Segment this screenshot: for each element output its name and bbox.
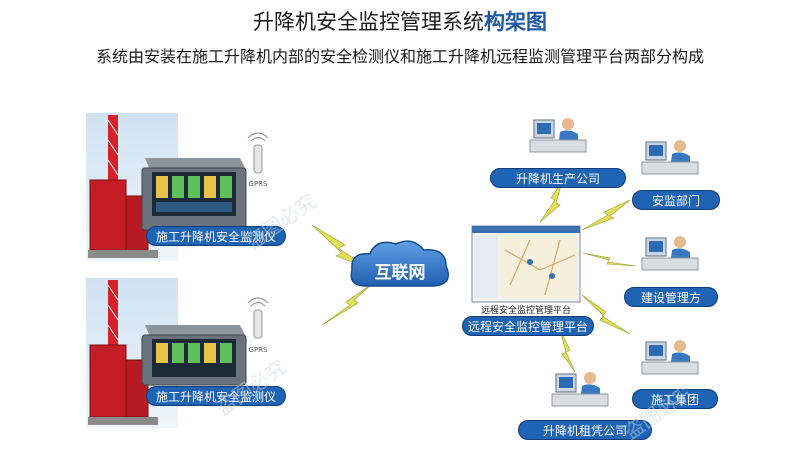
antenna-icon	[247, 132, 269, 174]
lightning-icon	[321, 283, 373, 326]
gprs-label: GPRS	[249, 346, 269, 354]
platform-screenshot	[471, 225, 581, 303]
antenna-icon	[247, 297, 269, 339]
station-label-safety-dept: 安监部门	[632, 190, 720, 210]
page-title: 升降机安全监控管理系统构架图	[253, 10, 547, 34]
monitor-device-1	[141, 158, 247, 231]
page-subtitle: 系统由安装在施工升降机内部的安全检测仪和施工升降机远程监测管理平台两部分构成	[95, 47, 704, 66]
monitor-device-2	[141, 325, 247, 386]
device-label-2: 施工升降机安全监测仪	[146, 386, 286, 406]
workstation-icon	[641, 340, 699, 375]
workstation-icon	[641, 140, 699, 175]
workstation-icon	[641, 236, 699, 271]
platform-caption: 远程安全监控管理平台	[481, 304, 571, 316]
station-label-builder: 建设管理方	[624, 287, 718, 307]
gprs-label: GPRS	[249, 180, 269, 188]
device-label-1: 施工升降机安全监测仪	[146, 226, 286, 246]
cloud-label: 互联网	[374, 263, 426, 283]
workstation-icon	[529, 118, 587, 153]
internet-cloud-icon	[350, 240, 449, 287]
lightning-icon	[582, 252, 637, 267]
lightning-bolts	[311, 181, 637, 373]
lightning-icon	[581, 294, 631, 335]
lightning-icon	[559, 329, 576, 373]
station-label-rental: 升降机租凭公司	[518, 420, 652, 440]
station-label-manufacturer: 升降机生产公司	[490, 168, 626, 188]
platform-label: 远程安全监控管理平台	[462, 316, 594, 336]
workstation-icon	[551, 372, 609, 407]
station-label-construction-group: 施工集团	[632, 389, 718, 409]
lightning-icon	[581, 199, 631, 231]
